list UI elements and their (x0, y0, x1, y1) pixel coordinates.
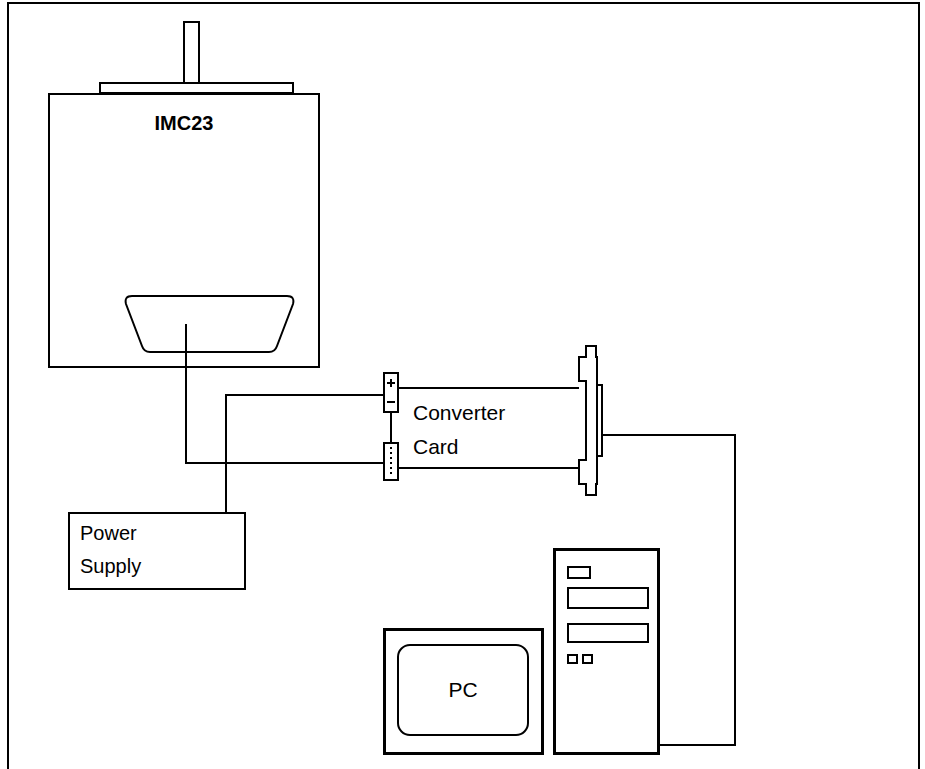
motor-flange (100, 83, 293, 93)
wire (603, 435, 735, 745)
converter-card: Converter Card (383, 345, 603, 496)
tower-button (568, 655, 577, 663)
pc-computer-outline (383, 548, 660, 755)
serial-plug-plate (579, 346, 597, 495)
signal-terminal (384, 443, 398, 480)
tower-case (555, 550, 659, 754)
node-label: IMC23 (155, 111, 214, 135)
pc-computer: PC (383, 548, 660, 755)
card-edge (398, 388, 579, 468)
power-terminal (384, 373, 398, 412)
tower-button (583, 655, 592, 663)
drive-slot (568, 588, 648, 608)
wire (226, 395, 383, 512)
drive-slot (568, 567, 590, 578)
monitor-case (385, 630, 543, 754)
terminal-pins (390, 447, 392, 476)
box-border (49, 94, 319, 367)
frame-border (8, 3, 919, 769)
motor-shaft (184, 22, 199, 83)
motor-box: IMC23 (48, 93, 320, 368)
drive-slot (568, 624, 648, 642)
serial-plug-shell (597, 385, 602, 456)
power-supply-box: Power Supply (68, 512, 246, 590)
cable-stub (185, 324, 187, 368)
plus-symbol (387, 379, 395, 387)
minus-symbol (387, 401, 395, 403)
monitor-screen (398, 645, 528, 735)
wire (186, 368, 383, 463)
terminal-link (390, 412, 392, 443)
connector-socket (126, 296, 294, 352)
motor-box-outline (48, 93, 320, 368)
node-label: Power Supply (80, 517, 141, 583)
box-border (69, 513, 245, 589)
node-label: PC (448, 678, 477, 702)
node-label: Converter Card (413, 396, 505, 464)
